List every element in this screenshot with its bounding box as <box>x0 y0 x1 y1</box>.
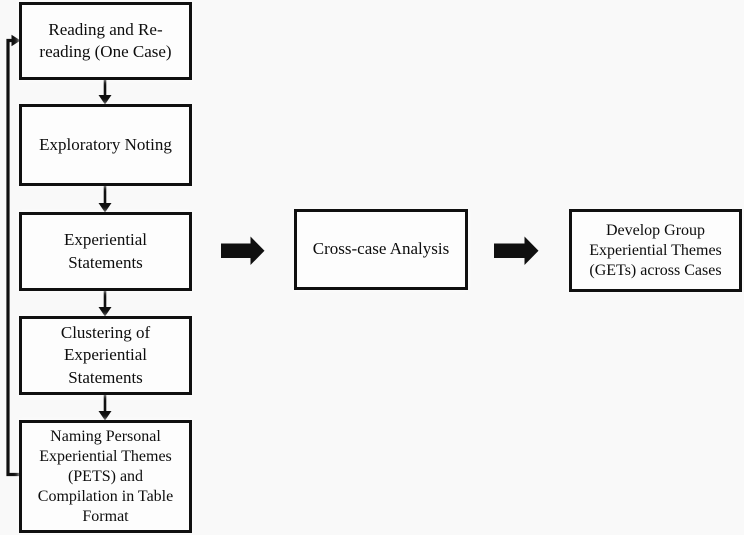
down-arrow-1-head <box>98 95 112 105</box>
flow-step-label: Experiential Statements <box>63 230 148 272</box>
develop-gets-label: Develop Group Experiential Themes (GETs)… <box>589 221 722 279</box>
flow-step-reading-rereading: Reading and Re- reading (One Case) <box>19 2 192 80</box>
flow-step-label: Clustering of Experiential Statements <box>60 323 151 387</box>
thick-right-arrow-2-shaft <box>494 243 525 258</box>
down-arrow-4-icon <box>98 393 112 421</box>
loop-back-arrowhead-icon <box>11 34 21 47</box>
flow-step-label: Exploratory Noting <box>39 134 172 154</box>
thick-right-arrow-1-head <box>250 236 265 265</box>
loop-back-line <box>6 38 19 477</box>
flow-step-clustering: Clustering of Experiential Statements <box>19 316 192 395</box>
down-arrow-2-icon <box>98 184 112 213</box>
flow-step-exploratory-noting: Exploratory Noting <box>19 104 192 186</box>
flow-step-label: Naming Personal Experiential Themes (PET… <box>37 427 174 525</box>
thick-right-arrow-1-icon <box>221 236 265 265</box>
thick-right-arrow-2-head <box>524 236 539 265</box>
cross-case-analysis-box: Cross-case Analysis <box>294 209 468 290</box>
down-arrow-4-head <box>98 411 112 421</box>
cross-case-analysis-label: Cross-case Analysis <box>312 239 450 259</box>
flow-step-experiential-statements: Experiential Statements <box>19 212 192 291</box>
flow-step-label: Reading and Re- reading (One Case) <box>39 19 172 61</box>
thick-right-arrow-1-shaft <box>221 243 251 258</box>
loop-back-arrow <box>6 34 21 477</box>
down-arrow-2-head <box>98 203 112 213</box>
develop-gets-box: Develop Group Experiential Themes (GETs)… <box>569 209 742 292</box>
thick-right-arrow-2-icon <box>494 236 539 265</box>
down-arrow-3-icon <box>98 289 112 317</box>
down-arrow-1-icon <box>98 78 112 105</box>
flow-step-naming-pets: Naming Personal Experiential Themes (PET… <box>19 420 192 533</box>
down-arrow-3-head <box>98 307 112 317</box>
